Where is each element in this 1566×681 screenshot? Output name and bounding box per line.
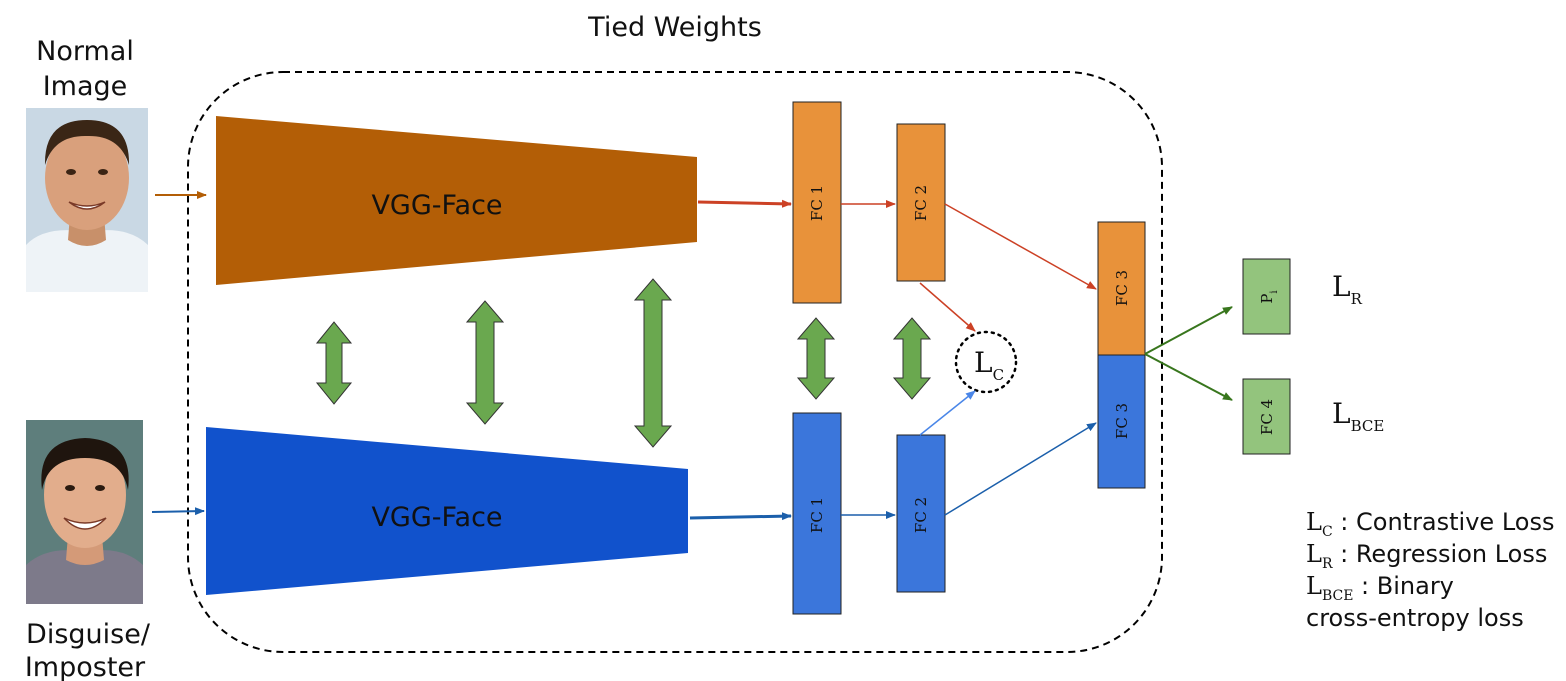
fc3-to-fc4-arrow	[1144, 353, 1233, 401]
vgg-face-bottom-label: VGG-Face	[371, 502, 502, 533]
fc2-bottom-block	[896, 434, 946, 593]
imposter-label-line2: Imposter	[25, 652, 146, 681]
tied-weight-arrow-5	[892, 317, 932, 400]
tied-weight-arrow-1	[315, 321, 353, 405]
contrastive-loss-label: LC	[974, 346, 1004, 384]
tied-weight-arrow-2	[465, 300, 505, 425]
imposter-label-line1: Disguise/	[26, 619, 151, 650]
vgg-face-top	[216, 116, 697, 285]
regression-head-label: Pi	[1258, 290, 1280, 303]
fc2-to-fc3-arrow-top	[944, 203, 1097, 290]
fc3-top-label: FC 3	[1113, 270, 1131, 306]
fc2-top-to-contrastive-arrow	[919, 282, 976, 332]
bce-loss-label: LBCE	[1332, 397, 1384, 435]
fc2-bottom-label: FC 2	[912, 497, 930, 533]
legend-item-bce-continued: cross-entropy loss	[1306, 604, 1524, 632]
vgg-to-fc1-arrow-bottom	[689, 512, 792, 521]
fc1-top-label: FC 1	[808, 185, 826, 221]
fc2-bottom-to-contrastive-arrow	[919, 390, 976, 436]
input-arrow-bottom	[151, 507, 205, 516]
vgg-face-bottom	[206, 427, 688, 595]
legend-item-regression: LR : Regression Loss	[1306, 540, 1547, 572]
contrastive-loss-node	[954, 330, 1018, 394]
regression-head-block	[1242, 258, 1291, 335]
fc2-top-block	[896, 123, 946, 282]
normal-image-label-line2: Image	[43, 71, 128, 102]
legend-item-bce: LBCE : Binary	[1306, 572, 1454, 604]
regression-loss-label: LR	[1332, 270, 1363, 308]
fc3-bottom-block	[1097, 354, 1146, 489]
fc3-bottom-label: FC 3	[1113, 403, 1131, 439]
fc1-top-block	[792, 101, 842, 304]
loss-legend: LC : Contrastive Loss LR : Regression Lo…	[1306, 508, 1554, 632]
tied-weight-arrow-3	[633, 278, 673, 448]
tied-weights-title: Tied Weights	[587, 12, 762, 43]
vgg-face-top-label: VGG-Face	[371, 190, 502, 221]
fc1-bottom-label: FC 1	[808, 497, 826, 533]
fc4-label: FC 4	[1258, 399, 1276, 435]
fc4-block	[1242, 378, 1291, 455]
normal-face-image	[26, 108, 148, 292]
fc2-top-label: FC 2	[912, 185, 930, 221]
normal-image-label-line1: Normal	[36, 36, 134, 67]
tied-weights-container	[187, 71, 1163, 653]
fc3-top-block	[1097, 221, 1146, 356]
imposter-face-image	[26, 420, 143, 604]
fc1-bottom-block	[792, 412, 842, 615]
legend-item-contrastive: LC : Contrastive Loss	[1306, 508, 1554, 540]
fc3-to-regression-arrow	[1144, 306, 1233, 355]
vgg-to-fc1-arrow-top	[697, 199, 792, 208]
tied-weight-arrow-4	[796, 317, 836, 400]
fc2-to-fc3-arrow-bottom	[944, 422, 1097, 516]
